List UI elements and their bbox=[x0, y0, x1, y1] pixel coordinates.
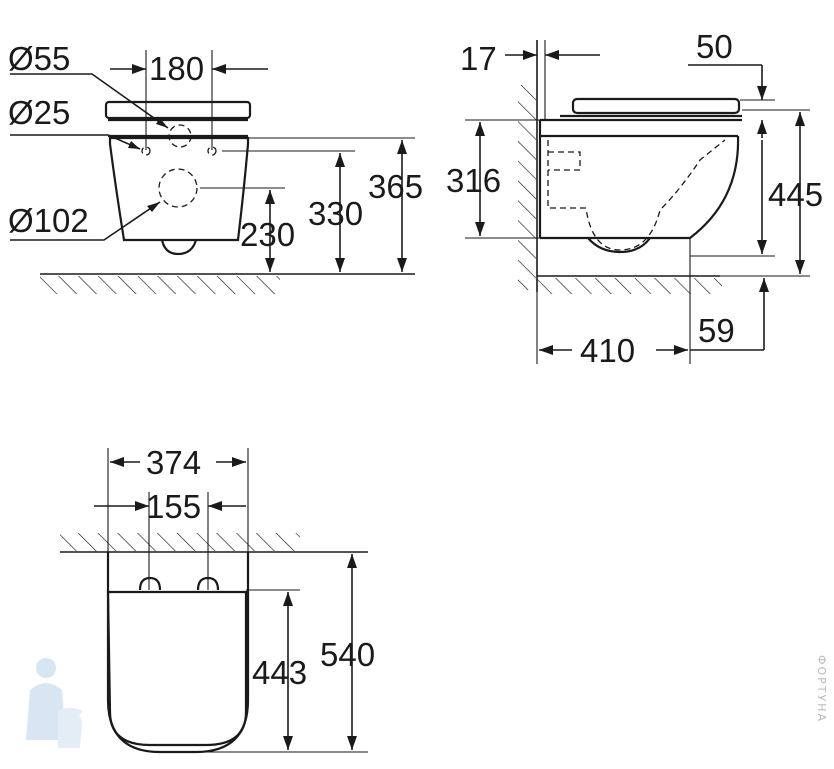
label-d25: Ø25 bbox=[8, 94, 70, 131]
label-17: 17 bbox=[460, 40, 497, 77]
top-hinge-left bbox=[138, 576, 162, 591]
label-540: 540 bbox=[320, 636, 375, 673]
side-bowl-outline bbox=[540, 135, 740, 240]
label-180: 180 bbox=[149, 50, 204, 87]
label-d102: Ø102 bbox=[8, 202, 89, 239]
label-445: 445 bbox=[768, 176, 823, 213]
side-bowl-inner bbox=[587, 237, 651, 254]
side-seat-lid bbox=[571, 97, 741, 115]
front-hole-d102 bbox=[158, 168, 198, 208]
front-seat-lid bbox=[104, 100, 252, 120]
label-50: 50 bbox=[696, 28, 733, 65]
plumber-logo bbox=[26, 658, 82, 748]
top-wall-hatch bbox=[60, 533, 300, 551]
label-59: 59 bbox=[698, 312, 735, 349]
side-trap-dashed bbox=[547, 139, 726, 251]
leader-d25 bbox=[10, 134, 141, 150]
label-443: 443 bbox=[252, 654, 307, 691]
label-410: 410 bbox=[580, 332, 635, 369]
label-230: 230 bbox=[240, 216, 295, 253]
watermark-text: ФОРТУНА bbox=[815, 655, 828, 723]
front-view: Ø55 Ø25 Ø102 180 230 330 365 bbox=[8, 40, 423, 294]
top-seat-outline bbox=[106, 590, 248, 747]
side-inlet-dashed bbox=[548, 151, 581, 171]
front-hole-right bbox=[207, 146, 217, 156]
front-outlet-bulge bbox=[160, 239, 198, 256]
leader-d102 bbox=[10, 201, 161, 241]
front-bowl-outline bbox=[108, 136, 250, 242]
leader-d55 bbox=[10, 73, 169, 129]
side-view: 17 50 316 445 410 59 bbox=[446, 28, 823, 369]
front-hole-d55 bbox=[168, 124, 192, 148]
label-155: 155 bbox=[146, 488, 201, 525]
label-374: 374 bbox=[146, 444, 201, 481]
label-d55: Ø55 bbox=[8, 40, 70, 77]
top-view: 374 155 443 540 bbox=[60, 444, 375, 754]
label-330: 330 bbox=[308, 195, 363, 232]
top-body-outline bbox=[106, 552, 250, 754]
side-wall-hatch bbox=[518, 85, 536, 290]
front-floor-hatch bbox=[40, 276, 280, 294]
front-hole-left bbox=[141, 146, 151, 156]
side-floor-hatch bbox=[537, 278, 722, 294]
label-365: 365 bbox=[368, 168, 423, 205]
label-316: 316 bbox=[446, 162, 501, 199]
